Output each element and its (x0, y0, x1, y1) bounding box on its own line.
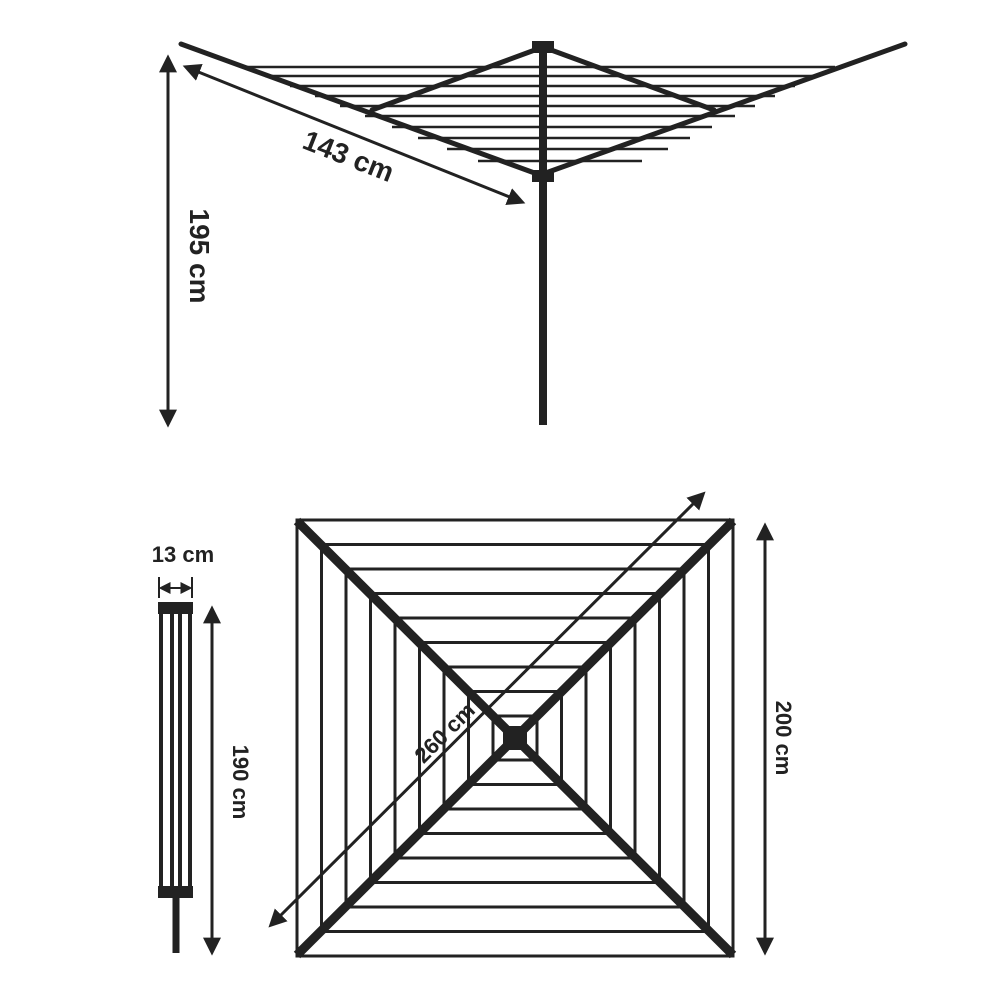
folded-view: 13 cm 190 cm (152, 542, 253, 956)
side-view: 143 cm 195 cm (159, 41, 908, 428)
folded-width-label: 13 cm (152, 542, 214, 567)
folded-top-cap (158, 602, 193, 614)
side-view-top-cap (532, 41, 554, 53)
side-view-hub (532, 170, 554, 182)
top-view: 260 cm 200 cm (268, 491, 796, 959)
folded-bottom-clamp (158, 886, 193, 898)
height-label: 195 cm (184, 209, 215, 304)
folded-length-label: 190 cm (228, 745, 253, 820)
arm-length-arrow (182, 64, 526, 205)
diagonal-arrow (268, 491, 706, 928)
top-view-hub (503, 726, 527, 750)
side-length-label: 200 cm (771, 701, 796, 776)
